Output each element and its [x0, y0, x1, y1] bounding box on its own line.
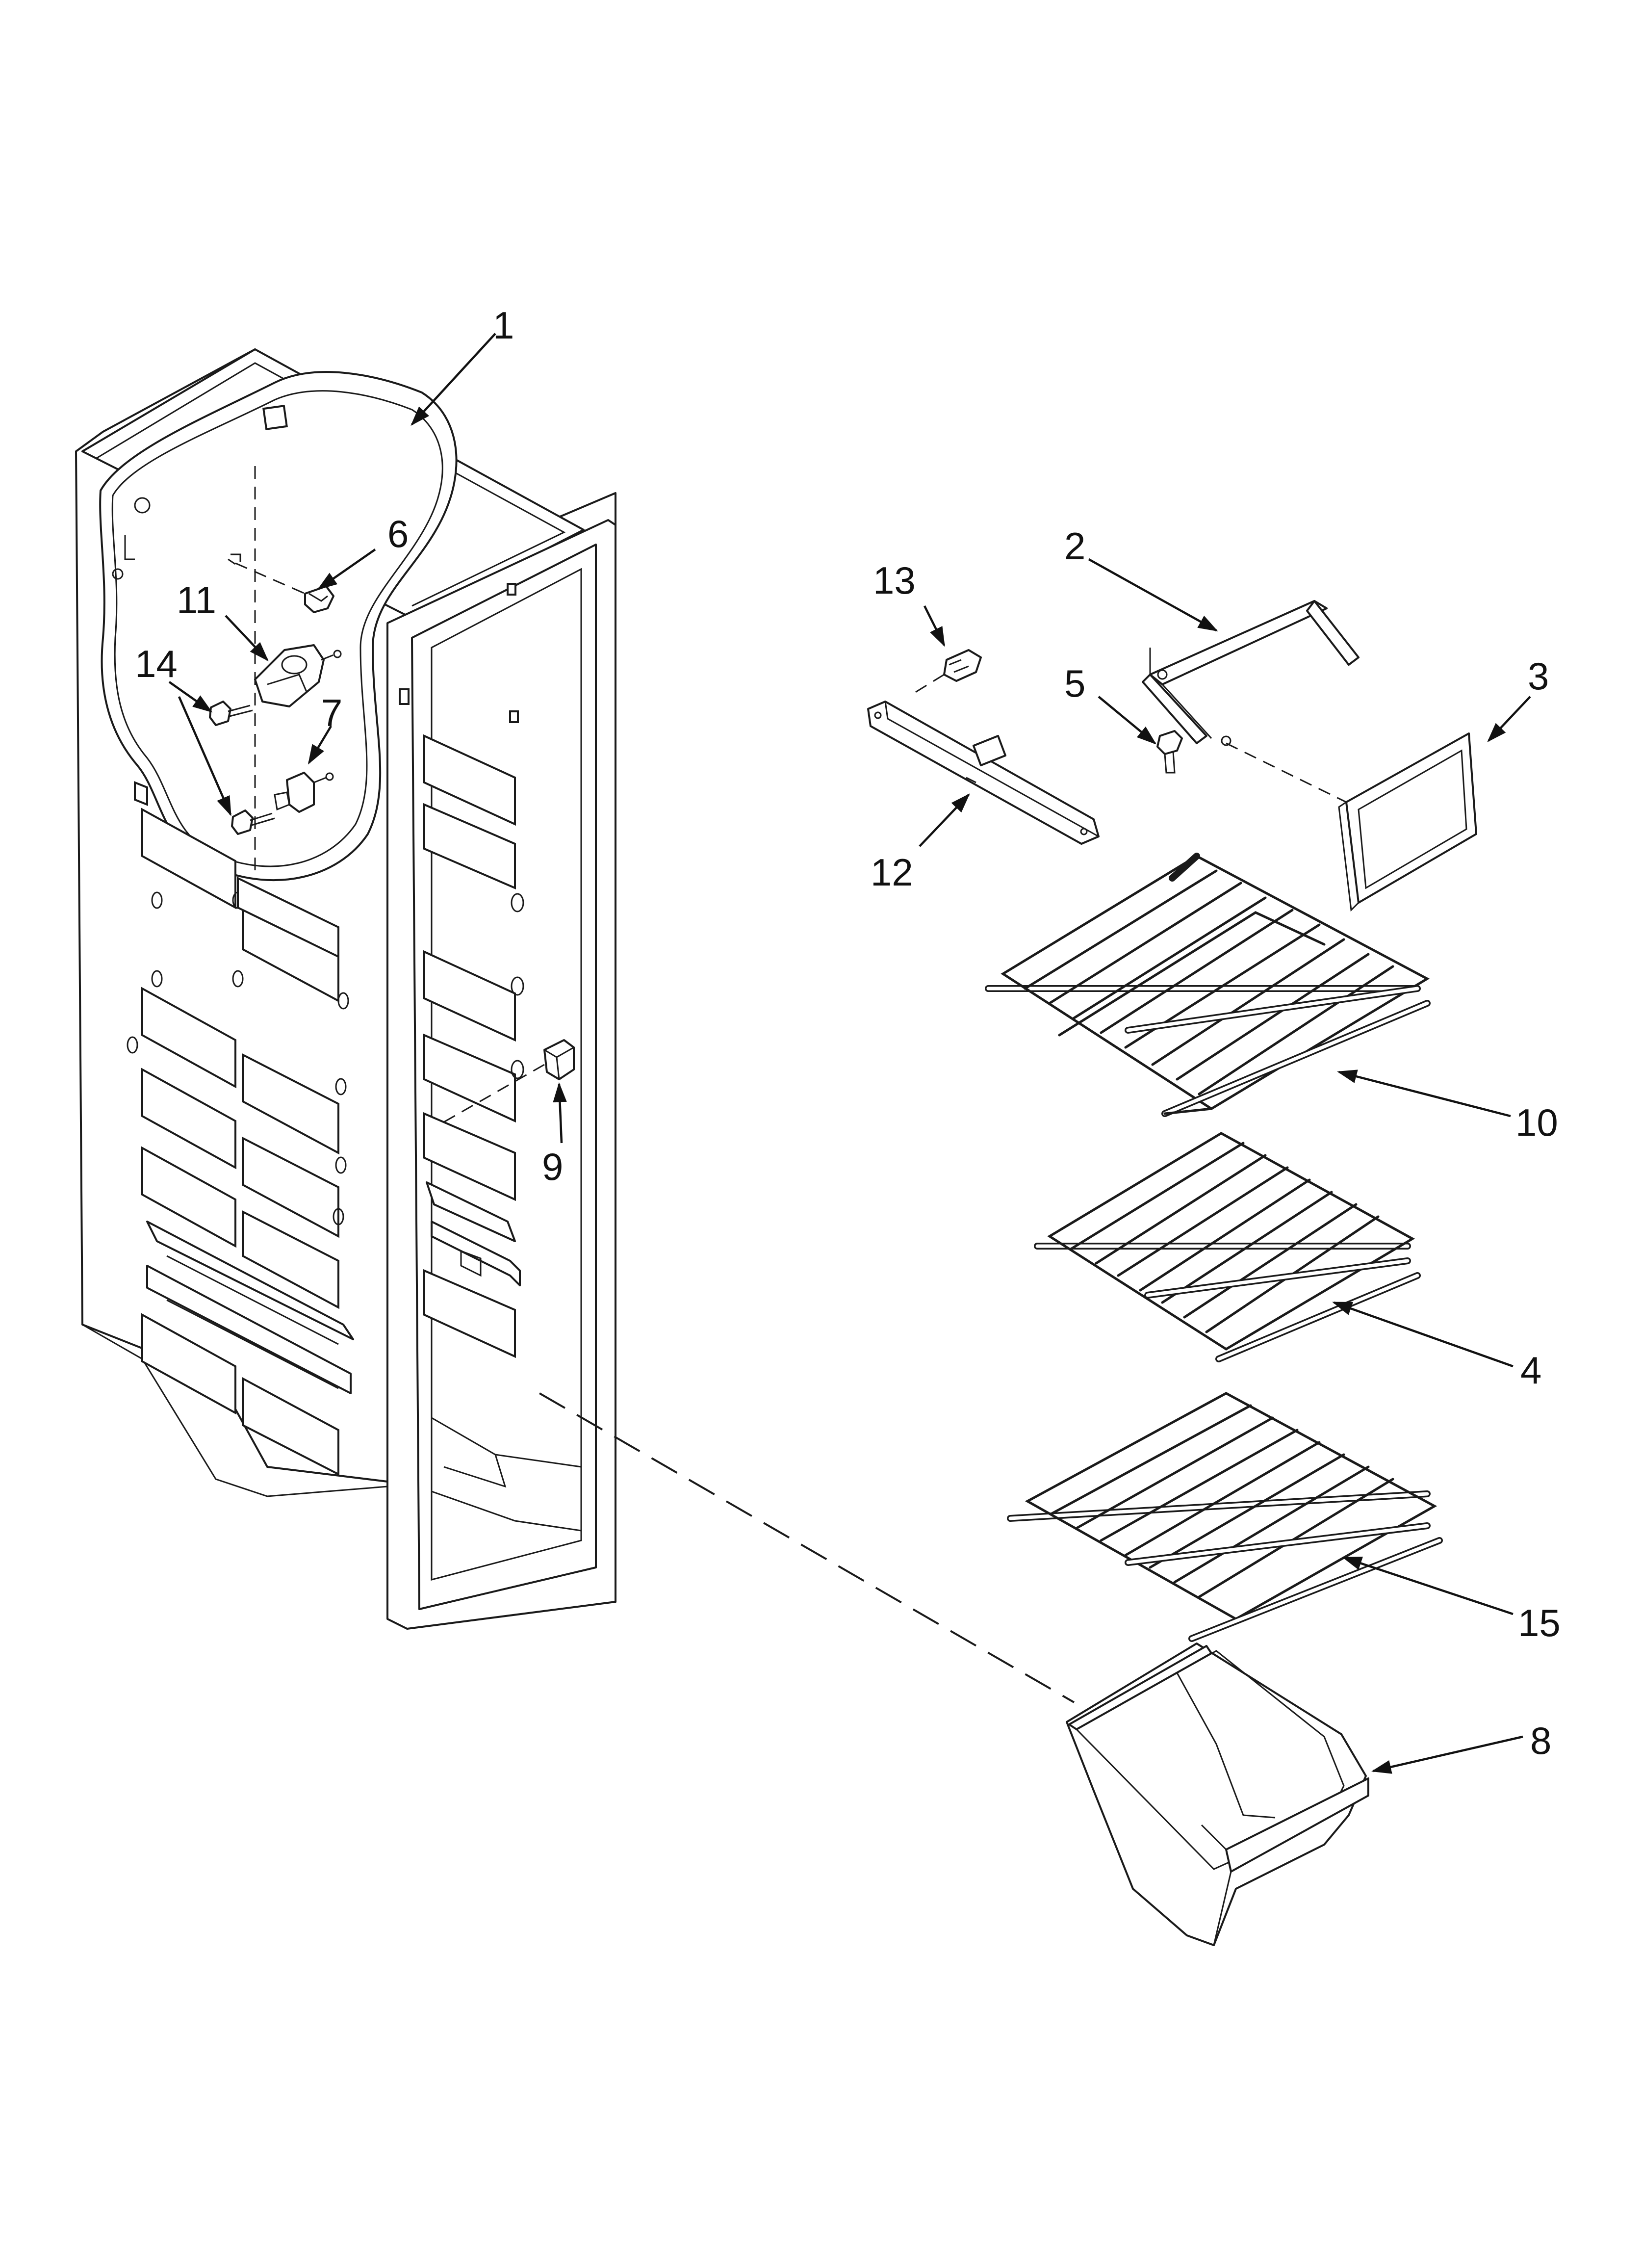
- frame-part-2: [1142, 600, 1360, 746]
- wire-shelf-10: [985, 853, 1431, 1117]
- wire-shelf-15: [1007, 1392, 1443, 1642]
- panel-part-3: [1226, 732, 1477, 912]
- freezer-liner: [75, 348, 616, 1630]
- callout-4: 4: [1520, 1349, 1541, 1392]
- callout-7: 7: [321, 691, 342, 734]
- callout-6: 6: [387, 512, 409, 555]
- liner-panels-left: [127, 781, 354, 1476]
- part-11: [254, 644, 342, 707]
- rail-part-12: [867, 701, 1100, 845]
- callout-1: 1: [493, 304, 514, 347]
- callout-8: 8: [1530, 1719, 1551, 1762]
- storage-bin-8: [1066, 1642, 1369, 1946]
- callout-2: 2: [1064, 524, 1085, 568]
- screw-part-14b: [231, 809, 275, 835]
- screw-part-5: [1156, 730, 1183, 774]
- assembly-line: [539, 1392, 1075, 1703]
- liner-panels-inner: [399, 583, 524, 1358]
- wire-shelf-4: [1034, 1132, 1421, 1362]
- part-9: [441, 1039, 575, 1124]
- callout-14: 14: [135, 642, 178, 685]
- callout-12: 12: [871, 851, 913, 894]
- callout-11: 11: [177, 578, 216, 622]
- callout-labels: 1 2 3 4 5 6 7 8 9 10 11 12 13 14 15: [135, 304, 1561, 1762]
- callout-3: 3: [1528, 654, 1549, 698]
- screw-part-14a: [209, 701, 253, 726]
- callout-5: 5: [1064, 662, 1085, 705]
- callout-13: 13: [873, 559, 916, 602]
- callout-10: 10: [1515, 1101, 1558, 1144]
- leader-lines: [168, 333, 1531, 1774]
- screw-part-13: [912, 649, 982, 695]
- callout-15: 15: [1518, 1601, 1561, 1644]
- bracket-part-7: [274, 772, 334, 813]
- callout-9: 9: [542, 1145, 563, 1188]
